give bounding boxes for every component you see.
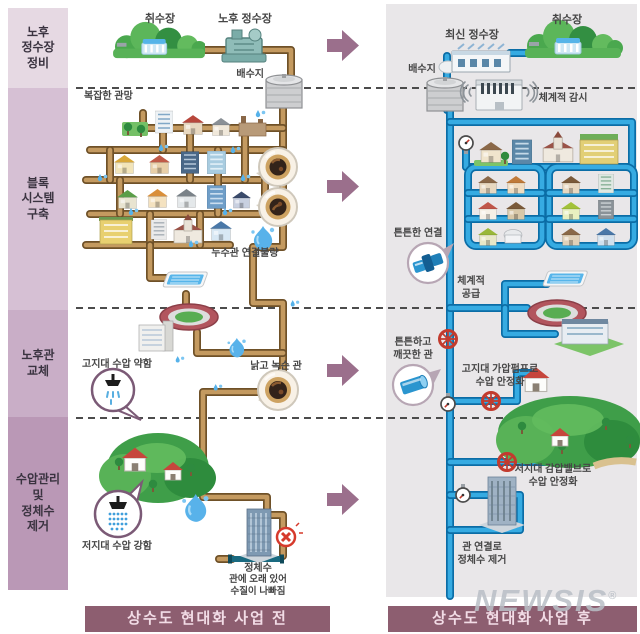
label-monitoring: 체계적 감시 xyxy=(538,93,588,104)
label-stagnant-removal: 관 연결로 정체수 제거 xyxy=(457,542,507,566)
apartment-icon-left xyxy=(138,320,174,352)
old-purification-plant-icon xyxy=(221,28,267,63)
label-reservoir-left: 배수지 xyxy=(236,69,264,80)
weak-shower-bubble xyxy=(90,367,142,421)
label-reservoir-right: 배수지 xyxy=(408,64,436,75)
city-buildings-before xyxy=(99,110,267,245)
label-lowland-strong: 저지대 수압 강함 xyxy=(82,541,152,552)
clean-pipe-magnifier xyxy=(391,363,441,407)
pool-icon-left xyxy=(162,271,209,288)
skyscraper-icon-right xyxy=(479,476,525,533)
label-systematic-supply: 체계적 공급 xyxy=(457,276,485,300)
mountain-icon-right xyxy=(496,366,640,470)
intake-station-icon-left xyxy=(113,21,205,59)
label-clean-pipe: 튼튼하고 깨끗한 관 xyxy=(393,337,433,361)
label-highland-weak: 고지대 수압 약함 xyxy=(82,359,152,370)
sidebar-section-block-system: 블록 시스템 구축 xyxy=(8,88,68,310)
label-highland-pump: 고지대 가압펌프로 수압 안정화 xyxy=(461,364,539,388)
city-buildings-after xyxy=(474,131,619,246)
label-intake-right: 취수장 xyxy=(551,14,583,26)
reservoir-tank-icon-left xyxy=(265,73,303,109)
label-modern-plant: 최신 정수장 xyxy=(445,29,499,41)
label-solid-connection: 튼튼한 연결 xyxy=(393,228,443,239)
label-intake-left: 취수장 xyxy=(144,13,176,25)
monitoring-center-icon xyxy=(459,79,539,111)
sidebar-section-pipe-replacement: 노후관 교체 xyxy=(8,310,68,417)
pipe-coupling-magnifier xyxy=(406,241,454,285)
modern-purification-plant-icon xyxy=(438,43,511,74)
blocked-x-icon xyxy=(275,522,303,548)
skyscraper-icon-left xyxy=(240,508,278,563)
school-icon-right xyxy=(554,319,624,356)
before-after-arrows xyxy=(327,30,359,515)
newsis-watermark-text: NEWSIS xyxy=(474,583,609,618)
newsis-watermark: NEWSIS® xyxy=(474,583,616,619)
rusty-pipe-magnifier-1 xyxy=(256,147,298,187)
banner-after: 상수도 현대화 사업 후 xyxy=(388,606,637,632)
label-old-plant: 노후 정수장 xyxy=(218,13,272,25)
rusty-pipe-magnifier-2 xyxy=(256,187,298,227)
rusty-pipe-magnifier-3 xyxy=(257,369,299,411)
label-leak-connection: 누수관 연결불량 xyxy=(211,248,279,259)
banner-before: 상수도 현대화 사업 전 xyxy=(85,606,330,632)
registered-mark-icon: ® xyxy=(608,590,617,602)
sidebar-section-pressure-management: 수압관리 및 정체수 제거 xyxy=(8,417,68,590)
label-rusty-pipe: 낡고 녹슨 관 xyxy=(250,361,302,372)
label-complex-network: 복잡한 관망 xyxy=(84,91,133,102)
pool-icon-right xyxy=(542,270,589,287)
label-lowland-valve: 저지대 감압밸브로 수압 안정화 xyxy=(514,464,592,488)
leak-drops-icon xyxy=(255,110,266,118)
strong-shower-bubble xyxy=(93,478,144,539)
reservoir-tank-icon-right xyxy=(426,76,464,112)
sidebar-section-plant-renewal: 노후 정수장 정비 xyxy=(8,8,68,88)
label-stagnant-desc: 관에 오래 있어 수질이 나빠짐 xyxy=(229,574,287,597)
label-stagnant-title: 정체수 xyxy=(244,563,272,574)
section-divider-lines xyxy=(76,87,636,419)
